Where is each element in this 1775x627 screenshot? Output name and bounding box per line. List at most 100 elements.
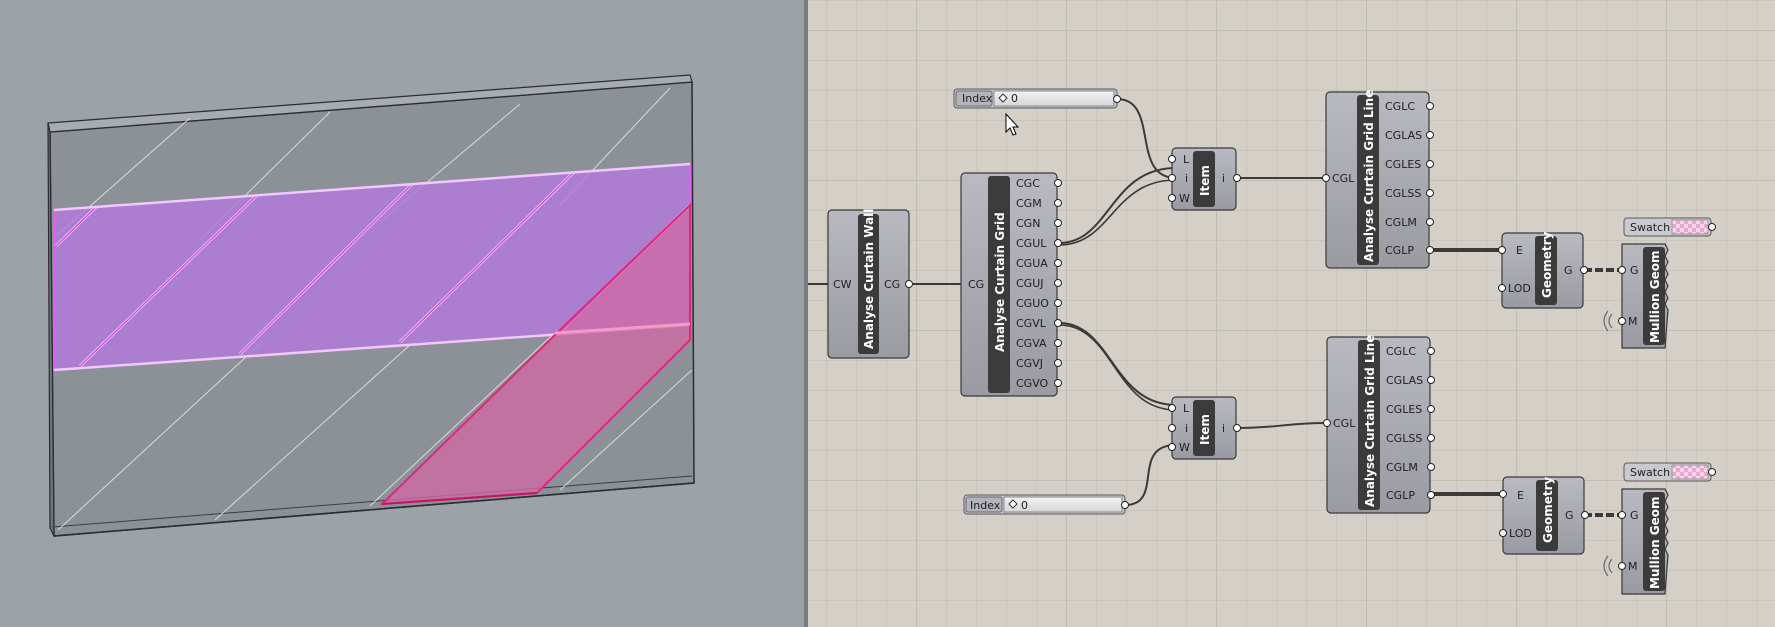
slider-top-grip[interactable]	[998, 93, 1008, 103]
swatch-top[interactable]: Swatch	[1623, 217, 1716, 237]
mouse-cursor-icon	[1005, 112, 1020, 136]
analyse-curtain-grid-component[interactable]: Analyse Curtain Grid CG CGC CGM CGN CGUL…	[960, 172, 1062, 397]
svg-text:CGVJ: CGVJ	[1016, 357, 1043, 370]
highlight-divider	[554, 322, 691, 335]
wire-cgul-item-2	[1058, 179, 1177, 246]
swatch-bottom[interactable]: Swatch	[1623, 462, 1716, 482]
mullion-top-title: Mullion Geom	[1648, 250, 1662, 343]
geometry-component-bottom[interactable]: Geometry E LOD G	[1499, 476, 1589, 555]
svg-text:CGUA: CGUA	[1016, 257, 1048, 270]
diagonal-grid-lines	[53, 87, 693, 531]
curtain-grid-title: Analyse Curtain Grid	[993, 212, 1007, 352]
mullion-bottom-input-m: M	[1628, 560, 1638, 573]
slider-bottom-grip[interactable]	[1008, 499, 1018, 509]
slider-bottom-value: 0	[1021, 499, 1028, 512]
svg-text:CGUJ: CGUJ	[1016, 277, 1044, 290]
geometry-top-input-lod: LOD	[1508, 282, 1531, 295]
wire-slider-bottom-item	[1124, 444, 1177, 506]
wire-cgul-item	[1058, 167, 1177, 244]
viewport-scene	[47, 74, 695, 537]
grid-line-top-title: Analyse Curtain Grid Line	[1362, 90, 1376, 262]
analyse-grid-line-component-bottom[interactable]: Analyse Curtain Grid Line CGL CGLC CGLAS…	[1323, 335, 1435, 514]
wire-item-bottom-gridline	[1235, 422, 1327, 429]
mullion-geom-component-bottom[interactable]: Mullion Geom G M	[1603, 488, 1669, 595]
geometry-bottom-input-e: E	[1517, 489, 1524, 502]
item-component-bottom[interactable]: Item L i W i	[1168, 396, 1241, 460]
geometry-top-input-e: E	[1516, 244, 1523, 257]
band-top-edge	[53, 162, 691, 212]
mullion-bottom-wireless-icon	[1603, 555, 1613, 577]
swatch-top-label: Swatch	[1630, 221, 1670, 234]
svg-text:CGLP: CGLP	[1386, 489, 1415, 502]
canvas-graph: Index 0 Analyse Curtain Wall CW CG Analy…	[808, 88, 1716, 595]
mullion-bottom-title: Mullion Geom	[1648, 496, 1662, 589]
svg-text:CGC: CGC	[1016, 177, 1040, 190]
svg-text:CGLM: CGLM	[1386, 461, 1418, 474]
grid-line-top-input: CGL	[1332, 172, 1355, 185]
curtain-grid-input-cg: CG	[968, 278, 984, 291]
wire-cgvl-item	[1058, 322, 1177, 406]
svg-text:CGLES: CGLES	[1385, 158, 1421, 171]
grasshopper-canvas[interactable]: Index 0 Analyse Curtain Wall CW CG Analy…	[808, 0, 1775, 627]
item-top-input-i: i	[1185, 172, 1188, 185]
slider-top-label: Index	[962, 92, 993, 105]
index-slider-top[interactable]: Index 0	[953, 88, 1121, 109]
grid-line-top-outputs: CGLC CGLAS CGLES CGLSS CGLM CGLP	[1385, 100, 1422, 257]
geometry-bottom-output-g: G	[1565, 509, 1574, 522]
mullion-top-wireless-icon	[1603, 310, 1613, 332]
item-top-input-l: L	[1183, 153, 1190, 166]
geometry-bottom-input-lod: LOD	[1509, 527, 1532, 540]
curtain-wall-title: Analyse Curtain Wall	[862, 209, 876, 349]
svg-text:CGLC: CGLC	[1385, 100, 1415, 113]
wall-bottom-edge	[53, 482, 695, 537]
item-top-input-w: W	[1179, 192, 1190, 205]
item-bottom-title: Item	[1198, 414, 1212, 445]
svg-text:CGLM: CGLM	[1385, 216, 1417, 229]
slider-bottom-label: Index	[970, 499, 1001, 512]
geometry-top-title: Geometry	[1540, 231, 1554, 298]
svg-text:CGLSS: CGLSS	[1385, 187, 1421, 200]
mullion-bottom-input-g: G	[1630, 509, 1639, 522]
svg-text:CGUO: CGUO	[1016, 297, 1049, 310]
curtain-wall-input-cw: CW	[833, 278, 852, 291]
svg-text:CGLP: CGLP	[1385, 244, 1414, 257]
item-bottom-input-l: L	[1183, 402, 1190, 415]
curtain-wall-output-cg: CG	[884, 278, 900, 291]
pane-divider[interactable]	[804, 0, 808, 627]
wire-cgvl-item-2	[1058, 324, 1177, 411]
svg-text:CGVL: CGVL	[1016, 317, 1047, 330]
svg-text:CGN: CGN	[1016, 217, 1040, 230]
item-bottom-input-i: i	[1185, 422, 1188, 435]
svg-text:CGLAS: CGLAS	[1385, 129, 1422, 142]
highlight-base	[381, 492, 538, 505]
swatch-bottom-label: Swatch	[1630, 466, 1670, 479]
item-bottom-input-w: W	[1179, 441, 1190, 454]
svg-text:CGUL: CGUL	[1016, 237, 1047, 250]
curtain-grid-outputs: CGC CGM CGN CGUL CGUA CGUJ CGUO CGVL CGV…	[1016, 177, 1049, 390]
analyse-grid-line-component-top[interactable]: Analyse Curtain Grid Line CGL CGLC CGLAS…	[1322, 90, 1434, 269]
grid-line-bottom-title: Analyse Curtain Grid Line	[1363, 335, 1377, 507]
analyse-curtain-wall-component[interactable]: Analyse Curtain Wall CW CG	[827, 209, 913, 359]
wall-bottom-edge-2	[51, 475, 693, 528]
geometry-bottom-title: Geometry	[1541, 476, 1555, 543]
wire-slider-top-item	[1116, 98, 1177, 179]
geometry-top-output-g: G	[1564, 264, 1573, 277]
wires	[808, 98, 1626, 517]
geometry-component-top[interactable]: Geometry E LOD G	[1498, 231, 1588, 309]
svg-text:CGLSS: CGLSS	[1386, 432, 1422, 445]
index-slider-bottom[interactable]: Index 0	[963, 494, 1129, 515]
mullion-top-input-m: M	[1628, 315, 1638, 328]
mullion-top-input-g: G	[1630, 264, 1639, 277]
item-component-top[interactable]: Item L i W i	[1168, 147, 1241, 211]
mullion-geom-component-top[interactable]: Mullion Geom G M	[1603, 243, 1669, 349]
svg-text:CGLES: CGLES	[1386, 403, 1422, 416]
grid-line-bottom-outputs: CGLC CGLAS CGLES CGLSS CGLM CGLP	[1386, 345, 1423, 502]
grid-line-bottom-input: CGL	[1333, 417, 1356, 430]
svg-text:CGM: CGM	[1016, 197, 1042, 210]
slider-top-value: 0	[1011, 92, 1018, 105]
item-top-title: Item	[1198, 165, 1212, 196]
rhino-viewport[interactable]	[0, 0, 806, 627]
svg-text:CGVA: CGVA	[1016, 337, 1047, 350]
item-bottom-output-i: i	[1222, 422, 1225, 435]
item-top-output-i: i	[1222, 172, 1225, 185]
